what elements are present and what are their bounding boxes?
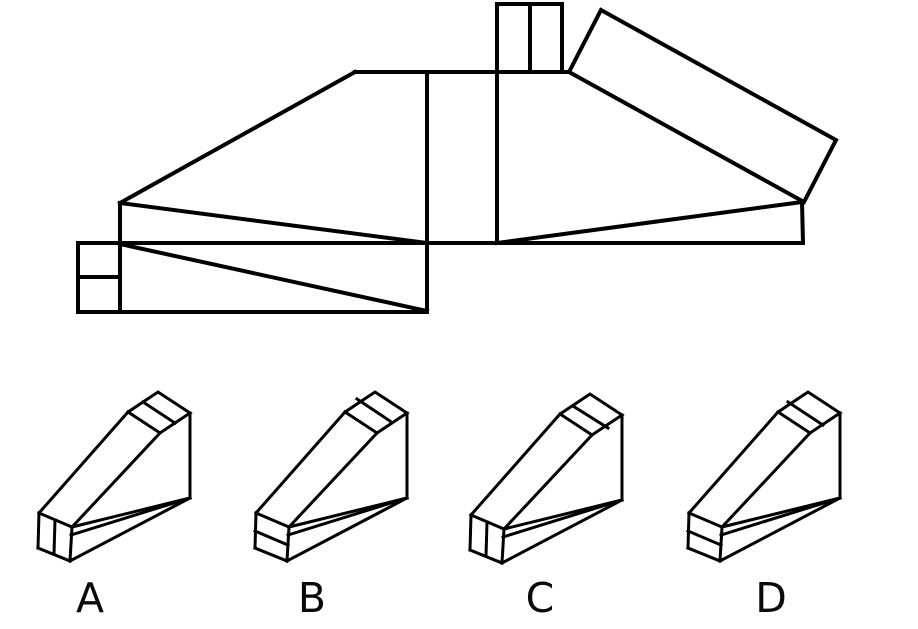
option-a[interactable]: A xyxy=(25,378,205,628)
option-b[interactable]: B xyxy=(243,378,423,628)
option-d-shape xyxy=(686,390,843,564)
option-a-shape xyxy=(36,390,193,564)
option-d-label: D xyxy=(755,574,787,622)
option-d[interactable]: D xyxy=(676,378,856,628)
option-b-shape xyxy=(253,390,410,564)
option-c-shape xyxy=(468,392,625,566)
option-b-label: B xyxy=(297,574,327,622)
option-c[interactable]: C xyxy=(458,378,638,628)
option-a-label: A xyxy=(75,574,105,622)
option-c-label: C xyxy=(525,574,555,622)
